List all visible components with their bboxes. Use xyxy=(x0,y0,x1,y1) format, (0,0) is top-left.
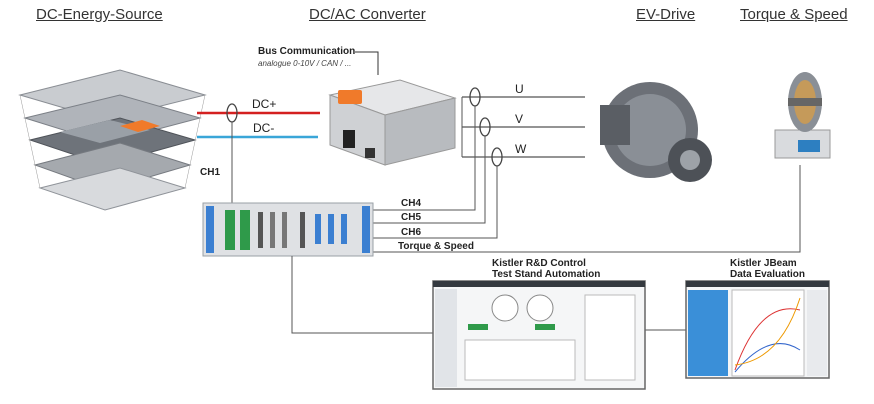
channel-ch6-label: CH6 xyxy=(401,227,422,238)
battery-pack-image xyxy=(18,69,207,211)
header-torque-speed: Torque & Speed xyxy=(740,6,848,23)
jbeam-caption: Kistler JBeam Data Evaluation xyxy=(730,258,805,280)
control-software-screenshot xyxy=(432,280,646,390)
phase-w-label: W xyxy=(515,142,527,156)
measurement-rack-image xyxy=(202,202,374,257)
control-caption-line2: Test Stand Automation xyxy=(492,269,601,280)
converter-image xyxy=(328,79,457,166)
jbeam-screenshot xyxy=(685,280,830,379)
channel-ch1-label: CH1 xyxy=(200,167,221,178)
jbeam-caption-line1: Kistler JBeam xyxy=(730,258,797,269)
control-caption-line1: Kistler R&D Control xyxy=(492,258,586,269)
bus-communication-subtitle: analogue 0-10V / CAN / ... xyxy=(258,59,352,68)
control-caption: Kistler R&D Control Test Stand Automatio… xyxy=(492,258,600,280)
dc-minus-label: DC- xyxy=(253,121,275,135)
phase-u-label: U xyxy=(515,82,524,96)
header-dc-energy-source: DC-Energy-Source xyxy=(36,6,163,23)
header-dc-ac-converter: DC/AC Converter xyxy=(309,6,426,23)
phase-v-label: V xyxy=(515,112,524,126)
header-ev-drive: EV-Drive xyxy=(636,6,696,23)
channel-ch5-label: CH5 xyxy=(401,212,422,223)
bus-communication-title: Bus Communication xyxy=(258,46,356,57)
ev-drive-image xyxy=(600,82,712,182)
jbeam-caption-line2: Data Evaluation xyxy=(730,269,806,280)
dc-plus-label: DC+ xyxy=(252,97,277,111)
channel-ch4-label: CH4 xyxy=(401,198,422,209)
torque-sensor-image xyxy=(774,72,831,159)
channel-torque-speed-label: Torque & Speed xyxy=(398,241,474,252)
